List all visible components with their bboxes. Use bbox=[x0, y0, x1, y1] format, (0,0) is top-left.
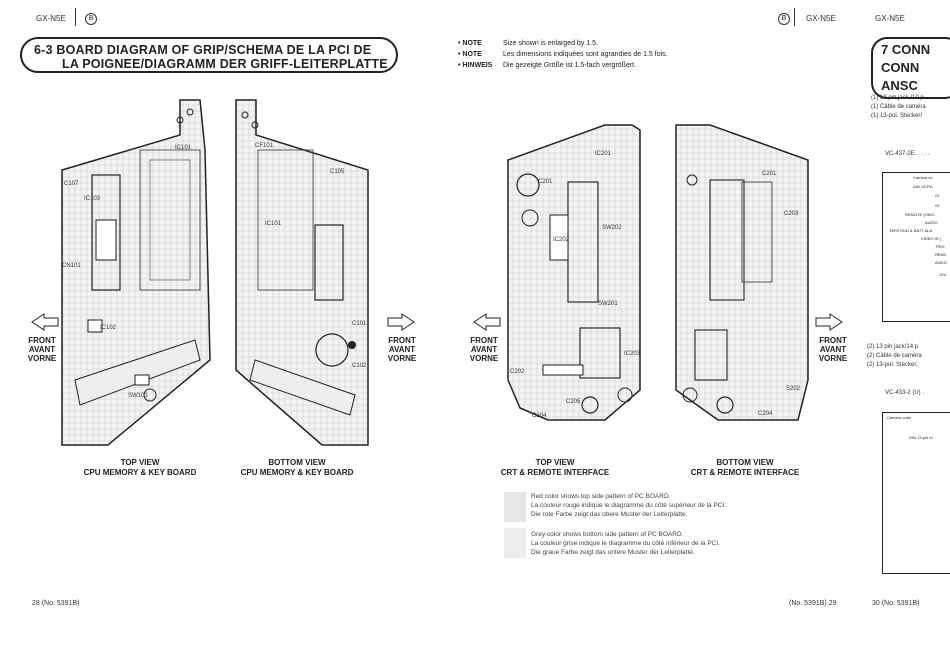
red-pattern-swatch bbox=[504, 492, 526, 522]
front-arrow-left-icon bbox=[31, 313, 59, 331]
label-sw201: SW201 bbox=[598, 301, 618, 307]
legend-grey: Grey color shows bottom side pattern of … bbox=[531, 531, 720, 556]
section-title: 6-3 BOARD DIAGRAM OF GRIP/SCHEMA DE LA P… bbox=[20, 37, 398, 73]
right-model-1: VC-437-2E. . . . . bbox=[885, 151, 930, 157]
front-arrow-left-icon-2 bbox=[473, 313, 501, 331]
grey-pattern-swatch bbox=[504, 528, 526, 558]
right-items-2: (2) 13 pin jack/14 p(2) Câble de caméra(… bbox=[867, 344, 922, 368]
legend-red: Red color shows top side pattern of PC B… bbox=[531, 493, 727, 518]
board-crt-bottom bbox=[675, 124, 809, 421]
label-ic103: IC103 bbox=[84, 196, 101, 202]
label-c101: C101 bbox=[352, 321, 367, 327]
label-c107: C107 bbox=[64, 181, 79, 187]
front-arrow-right-icon bbox=[387, 313, 415, 331]
label-c201-b: C201 bbox=[762, 171, 777, 177]
label-c203: C203 bbox=[784, 211, 799, 217]
right-model-a: GX-N5E bbox=[806, 14, 836, 23]
label-cn101: CN101 bbox=[62, 263, 81, 269]
right-section-title: 7 CONN CONN ANSC bbox=[871, 37, 950, 99]
left-model: GX-N5E bbox=[36, 14, 66, 23]
label-c201: C201 bbox=[538, 179, 553, 185]
label-ic203: IC203 bbox=[624, 351, 641, 357]
label-ic102: IC102 bbox=[100, 325, 117, 331]
label-ic202: IC202 bbox=[553, 237, 570, 243]
right-items-1: (1) 13 pin jack /10 p(1) Câble de caméra… bbox=[871, 95, 926, 119]
page-number-right: 30 (No. 5391B) bbox=[872, 600, 920, 607]
label-ic101: IC101 bbox=[175, 145, 192, 151]
label-c105: C105 bbox=[330, 169, 345, 175]
label-sw202: SW202 bbox=[602, 225, 622, 231]
board-cpu-bottom bbox=[235, 99, 369, 446]
header-divider-2 bbox=[794, 8, 795, 26]
label-ic101-b: IC101 bbox=[265, 221, 282, 227]
right-model-2: VC-433-2 (U) . bbox=[885, 390, 925, 396]
section-title-line1: 6-3 BOARD DIAGRAM OF GRIP/SCHEMA DE LA P… bbox=[34, 43, 372, 57]
label-c202: C202 bbox=[510, 369, 525, 375]
left-badge: B bbox=[85, 13, 97, 25]
label-c204-b: C204 bbox=[758, 411, 773, 417]
right-model-b: GX-N5E bbox=[875, 14, 905, 23]
page-number-center: (No. 5391B) 29 bbox=[789, 600, 837, 607]
label-cf101: CF101 bbox=[255, 143, 274, 149]
label-c205: C205 bbox=[566, 399, 581, 405]
label-c102: C102 bbox=[352, 363, 367, 369]
board-cpu-top bbox=[61, 99, 211, 446]
label-ic201: IC201 bbox=[595, 151, 612, 157]
right-badge: B bbox=[778, 13, 790, 25]
front-arrow-right-icon-2 bbox=[815, 313, 843, 331]
header-divider bbox=[75, 8, 76, 26]
label-sw101: SW101 bbox=[128, 393, 148, 399]
connector-table-2: Camera cotto DIN 13-pin m bbox=[882, 412, 950, 574]
section-title-line2: LA POIGNEE/DIAGRAMM DER GRIFF-LEITERPLAT… bbox=[62, 57, 388, 71]
label-c204: C204 bbox=[532, 413, 547, 419]
label-s202: S202 bbox=[786, 386, 801, 392]
page-number-left: 28 (No. 5391B) bbox=[32, 600, 80, 607]
board-crt-top bbox=[507, 124, 641, 421]
connector-table-1: Camera co DIN 13-Pin GI GI REMOTE (ON/C … bbox=[882, 172, 950, 322]
